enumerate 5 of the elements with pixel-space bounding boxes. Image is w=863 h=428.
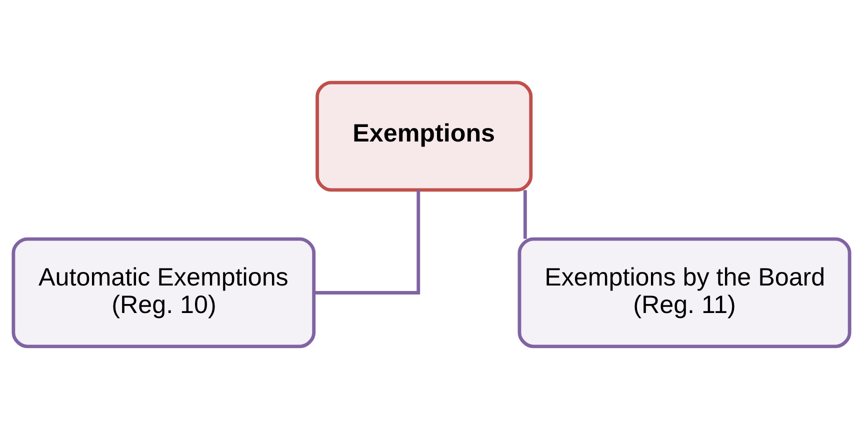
node-box: Automatic Exemptions (Reg. 10): [12, 236, 316, 348]
connector: [523, 190, 527, 238]
node-box: Exemptions by the Board (Reg. 11): [518, 236, 852, 348]
connector: [314, 190, 420, 294]
node-box: Exemptions: [316, 80, 533, 192]
